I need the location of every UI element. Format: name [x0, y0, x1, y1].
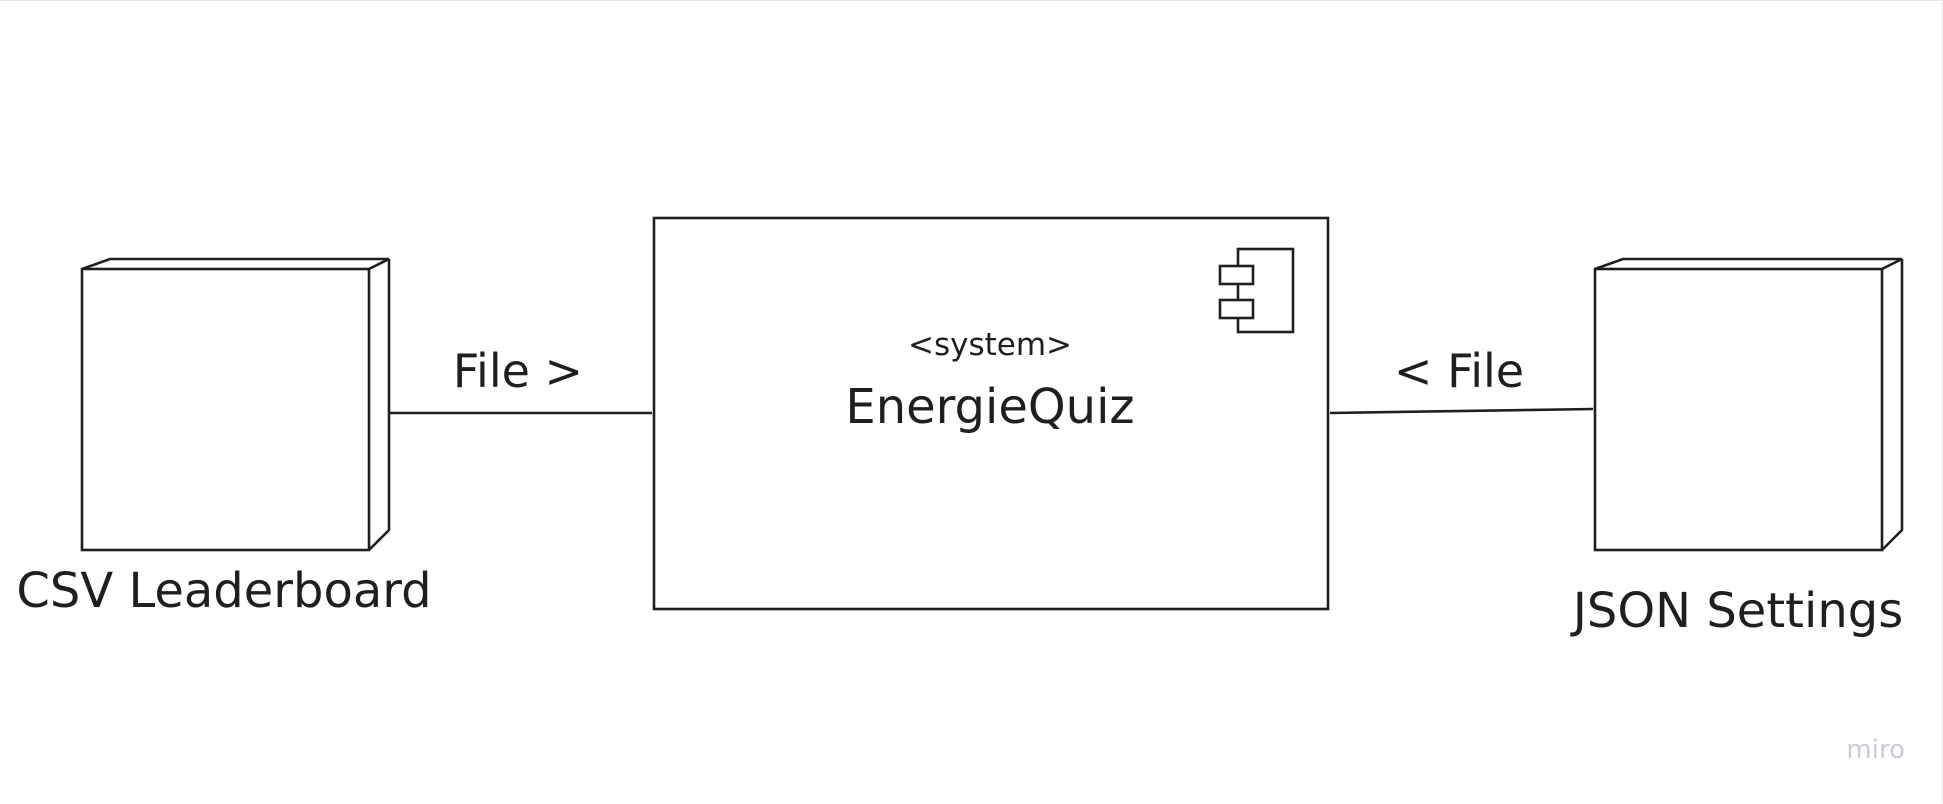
csv-node-side-face: [368, 259, 391, 551]
energiequiz-system-node[interactable]: <system> EnergieQuiz: [652, 216, 1330, 611]
system-name: EnergieQuiz: [845, 379, 1134, 435]
miro-watermark: miro: [1846, 735, 1905, 765]
csv-node-top-face: [81, 257, 390, 271]
right-connector-line[interactable]: [1329, 407, 1594, 415]
left-connector-label: File >: [453, 344, 583, 398]
json-settings-node[interactable]: [1593, 257, 1904, 552]
system-box: [652, 216, 1330, 611]
csv-node-front-face: [80, 267, 371, 552]
right-connector-label: < File: [1394, 344, 1524, 398]
csv-leaderboard-label: CSV Leaderboard: [16, 563, 431, 619]
json-settings-label: JSON Settings: [1570, 583, 1903, 639]
component-icon: [1218, 247, 1295, 334]
system-stereotype: <system>: [908, 327, 1072, 363]
json-node-front-face: [1593, 267, 1884, 552]
json-node-side-face: [1881, 259, 1904, 551]
json-node-top-face: [1594, 257, 1903, 271]
csv-leaderboard-node[interactable]: [80, 257, 391, 552]
